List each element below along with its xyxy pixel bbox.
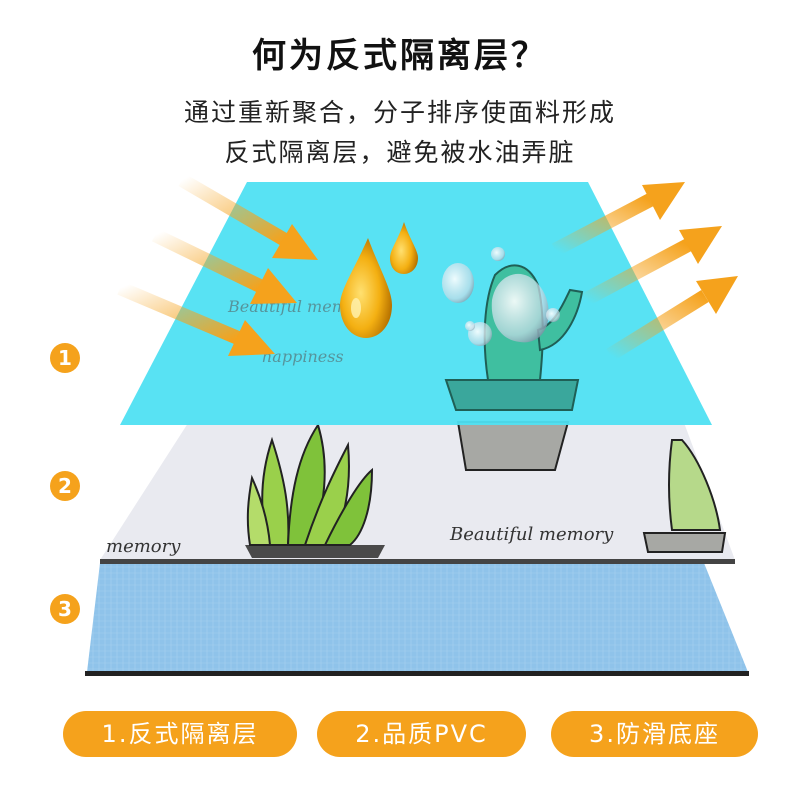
oil-droplets (340, 222, 418, 338)
oil-drop-small (390, 222, 418, 274)
arrow-in-icon (178, 173, 318, 260)
print-text-happiness: happiness (262, 347, 344, 366)
layer-illustration: memory Beautiful memory Beautiful memory… (85, 173, 749, 676)
water-drop (546, 308, 560, 322)
label-pvc-layer: 2.品质PVC (317, 711, 526, 757)
water-drop (465, 321, 475, 331)
print-text-beautiful-memory: Beautiful memory (449, 524, 614, 545)
label-anti-slip-base: 3.防滑底座 (551, 711, 758, 757)
arrow-in-icon (151, 228, 297, 304)
succulent-plant-illustration (245, 422, 385, 558)
water-droplets (442, 247, 560, 346)
edge-cactus-illustration (642, 439, 727, 553)
water-drop-large (491, 273, 549, 343)
outgoing-arrows (551, 182, 738, 361)
arrow-out-icon (581, 226, 722, 307)
subtitle-line-2: 反式隔离层，避免被水油弄脏 (224, 138, 576, 167)
base-layer (85, 563, 749, 676)
water-drop (491, 247, 505, 261)
arrow-out-icon (606, 276, 738, 361)
subtitle-line-1: 通过重新聚合，分子排序使面料形成 (183, 98, 616, 127)
label-isolation-layer: 1.反式隔离层 (63, 711, 297, 757)
incoming-arrows (117, 173, 318, 356)
layer-marker-1: 1 (50, 343, 80, 373)
cactus-pot-illustration (456, 421, 570, 471)
page-title: 何为反式隔离层？ (252, 36, 548, 76)
arrow-out-icon (551, 182, 685, 257)
layer-marker-2: 2 (50, 471, 80, 501)
layer-marker-3: 3 (50, 594, 80, 624)
print-text-memory-left: memory (106, 536, 181, 557)
pvc-layer: memory Beautiful memory (100, 420, 735, 564)
water-drop (442, 263, 474, 303)
arrow-in-icon (117, 281, 275, 356)
